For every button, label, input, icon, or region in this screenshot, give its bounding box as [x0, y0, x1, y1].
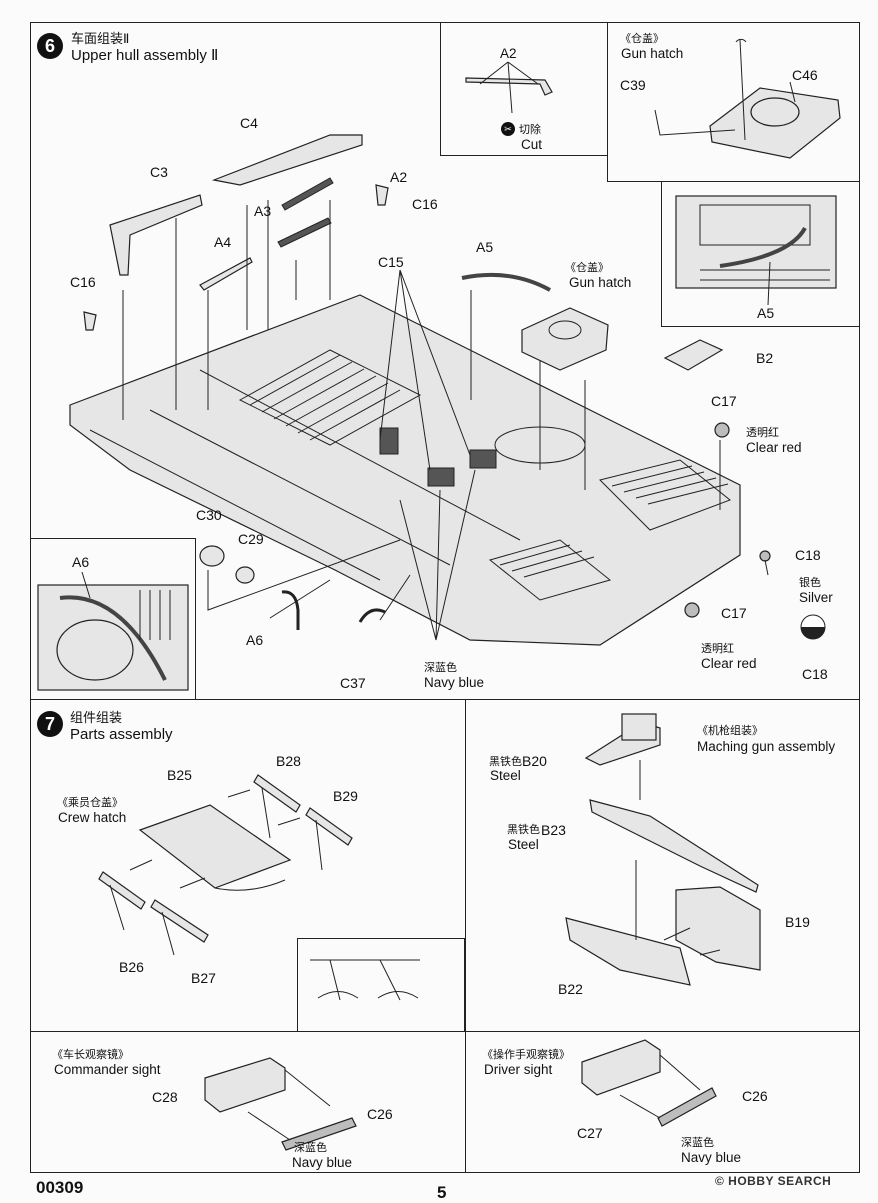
- driver-sight-frame: [465, 1031, 860, 1173]
- machine-gun-title-cn: 《机枪组装》: [697, 725, 763, 737]
- machine-gun-title-en: Maching gun assembly: [697, 739, 836, 754]
- step-7-badge: 7: [37, 711, 63, 737]
- scissors-icon: ✂: [501, 122, 515, 136]
- product-code: 00309: [36, 1178, 84, 1197]
- part-c46-label: C46: [792, 67, 818, 83]
- step-6-badge: 6: [37, 33, 63, 59]
- navy-blue-cn-3: 深蓝色: [681, 1137, 714, 1149]
- part-b25-label: B25: [167, 767, 192, 783]
- clear-red-cn-1: 透明红: [746, 427, 779, 439]
- part-a2-label: A2: [390, 169, 408, 185]
- part-a5-label: A5: [476, 239, 494, 255]
- part-b23-label: B23: [541, 822, 566, 838]
- part-c17-label-1: C17: [711, 393, 737, 409]
- step-7-title-cn: 组件组装: [70, 710, 123, 725]
- part-c18-label-1: C18: [795, 547, 821, 563]
- part-b27-label: B27: [191, 970, 216, 986]
- part-a3-label: A3: [254, 203, 272, 219]
- part-c26-label-1: C26: [367, 1106, 393, 1122]
- page-number: 5: [437, 1183, 447, 1202]
- part-b26-label: B26: [119, 959, 144, 975]
- silver-en: Silver: [799, 590, 833, 605]
- clear-red-cn-2: 透明红: [701, 643, 734, 655]
- part-a4-label: A4: [214, 234, 232, 250]
- navy-blue-en-3: Navy blue: [681, 1150, 742, 1165]
- navy-blue-en: Navy blue: [424, 675, 485, 690]
- part-c37-label: C37: [340, 675, 366, 691]
- gun-hatch-label-cn: 《仓盖》: [565, 262, 609, 274]
- driver-sight-title-cn: 《操作手观察镜》: [482, 1049, 570, 1061]
- cut-label-en: Cut: [521, 137, 543, 152]
- part-c27-label: C27: [577, 1125, 603, 1141]
- steel-cn-2: 黑铁色: [507, 824, 540, 836]
- crew-hatch-title-en: Crew hatch: [58, 810, 127, 825]
- step-7-title-en: Parts assembly: [70, 726, 173, 743]
- navy-blue-en-2: Navy blue: [292, 1155, 353, 1170]
- gun-hatch-title-en: Gun hatch: [621, 46, 684, 61]
- step-6-title-cn: 车面组装Ⅱ: [71, 31, 130, 46]
- step-6-title-en: Upper hull assembly Ⅱ: [71, 47, 219, 64]
- part-b19-label: B19: [785, 914, 810, 930]
- clear-red-en-1: Clear red: [746, 440, 802, 455]
- inset-a5-label: A5: [757, 305, 775, 321]
- driver-sight-title-en: Driver sight: [484, 1062, 553, 1077]
- silver-cn: 银色: [799, 577, 821, 589]
- steel-en-2: Steel: [508, 837, 539, 852]
- part-c16-label-1: C16: [412, 196, 438, 212]
- part-c15-label: C15: [378, 254, 404, 270]
- watermark: © HOBBY SEARCH: [715, 1174, 832, 1188]
- part-a6-label: A6: [246, 632, 264, 648]
- steel-en-1: Steel: [490, 768, 521, 783]
- part-c26-label-2: C26: [742, 1088, 768, 1104]
- part-b20-label: B20: [522, 753, 547, 769]
- part-c4-label: C4: [240, 115, 258, 131]
- part-c3-label: C3: [150, 164, 168, 180]
- inset-a2-label: A2: [500, 46, 517, 61]
- commander-sight-title-cn: 《车长观察镜》: [52, 1049, 129, 1061]
- cut-label-cn: 切除: [519, 124, 541, 136]
- part-b2-label: B2: [756, 350, 774, 366]
- commander-sight-title-en: Commander sight: [54, 1062, 161, 1077]
- steel-cn-1: 黑铁色: [489, 756, 522, 768]
- part-c28-label: C28: [152, 1089, 178, 1105]
- inset-a5: [661, 181, 860, 327]
- part-b28-label: B28: [276, 753, 301, 769]
- part-b29-label: B29: [333, 788, 358, 804]
- part-c30-label: C30: [196, 507, 222, 523]
- inset-a6-label: A6: [72, 554, 90, 570]
- part-c17-label-2: C17: [721, 605, 747, 621]
- part-b22-label: B22: [558, 981, 583, 997]
- part-c18-label-2: C18: [802, 666, 828, 682]
- gun-hatch-title-cn: 《仓盖》: [620, 33, 664, 45]
- crew-hatch-title-cn: 《乘员仓盖》: [57, 797, 123, 809]
- navy-blue-cn: 深蓝色: [424, 662, 457, 674]
- navy-blue-cn-2: 深蓝色: [294, 1142, 327, 1154]
- part-c29-label: C29: [238, 531, 264, 547]
- part-c39-label: C39: [620, 77, 646, 93]
- clear-red-en-2: Clear red: [701, 656, 757, 671]
- part-c16-label-2: C16: [70, 274, 96, 290]
- gun-hatch-label-en: Gun hatch: [569, 275, 632, 290]
